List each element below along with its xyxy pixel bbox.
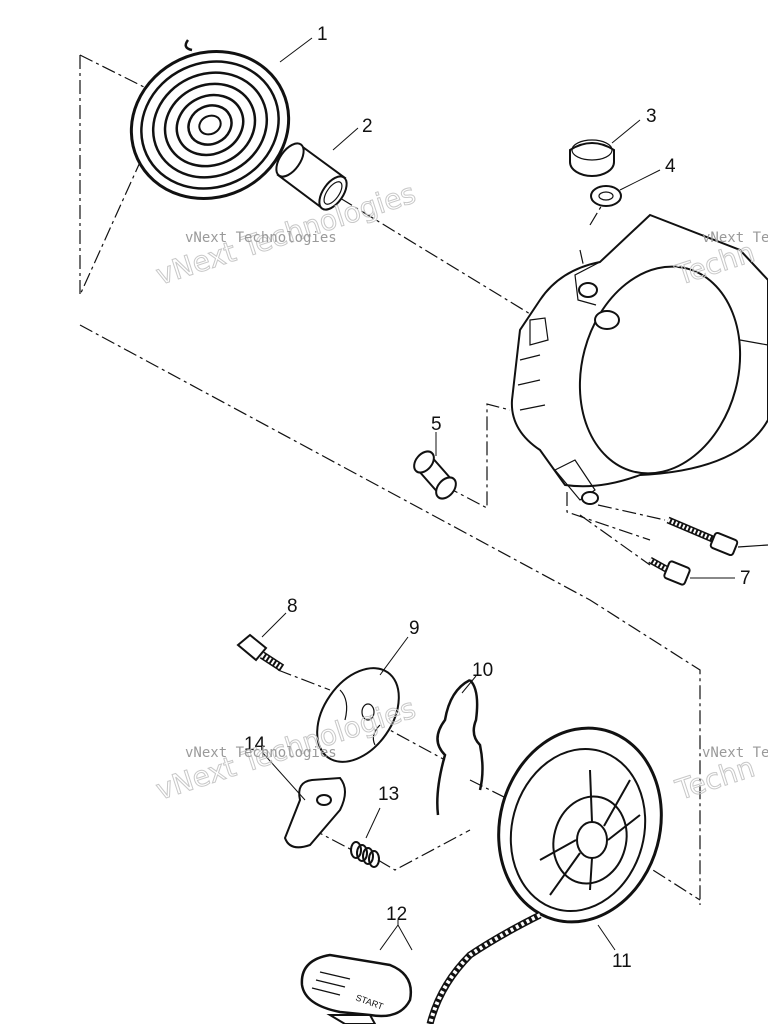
watermark-small-text: vNext Te [702,745,768,761]
part-label-10: 10 [472,660,493,681]
part-label-11: 11 [612,951,632,972]
friction-plate [316,667,400,763]
bushing [275,142,348,211]
part-label-14: 14 [244,734,266,755]
washer [590,185,622,207]
part-label-8: 8 [287,596,298,617]
part-label-13: 13 [378,784,399,805]
watermark-small-text: vNext Te [702,230,768,246]
leader-lines [261,37,735,951]
plug [569,139,615,177]
starter-handle: START [300,953,413,1024]
part-label-12: 12 [386,904,407,925]
watermark-small-text: vNext Technologies [185,230,337,246]
watermark-small-text: vNext Technologies [185,745,337,761]
small-bushing [413,450,457,500]
part-label-4: 4 [665,156,676,177]
part-label-9: 9 [409,618,420,639]
part-label-1: 1 [317,24,328,45]
part-label-3: 3 [646,106,657,127]
screw [236,633,285,672]
part-label-5: 5 [431,414,442,435]
recoil-spring [129,39,291,200]
starter-housing [510,213,768,505]
watermark-mid-right: vNext Te Techn [671,745,768,807]
rope-pulley [497,726,663,924]
small-spring [350,841,380,868]
spring-clip [436,678,484,816]
part-label-7: 7 [740,568,751,589]
ratchet-pawl [283,776,346,849]
starter-rope [426,911,542,1024]
bolt-lower [648,556,691,586]
bolt-upper [666,516,739,557]
part-label-2: 2 [362,116,373,137]
part-labels: 1 2 3 4 5 7 8 9 10 11 12 13 14 [244,24,751,972]
